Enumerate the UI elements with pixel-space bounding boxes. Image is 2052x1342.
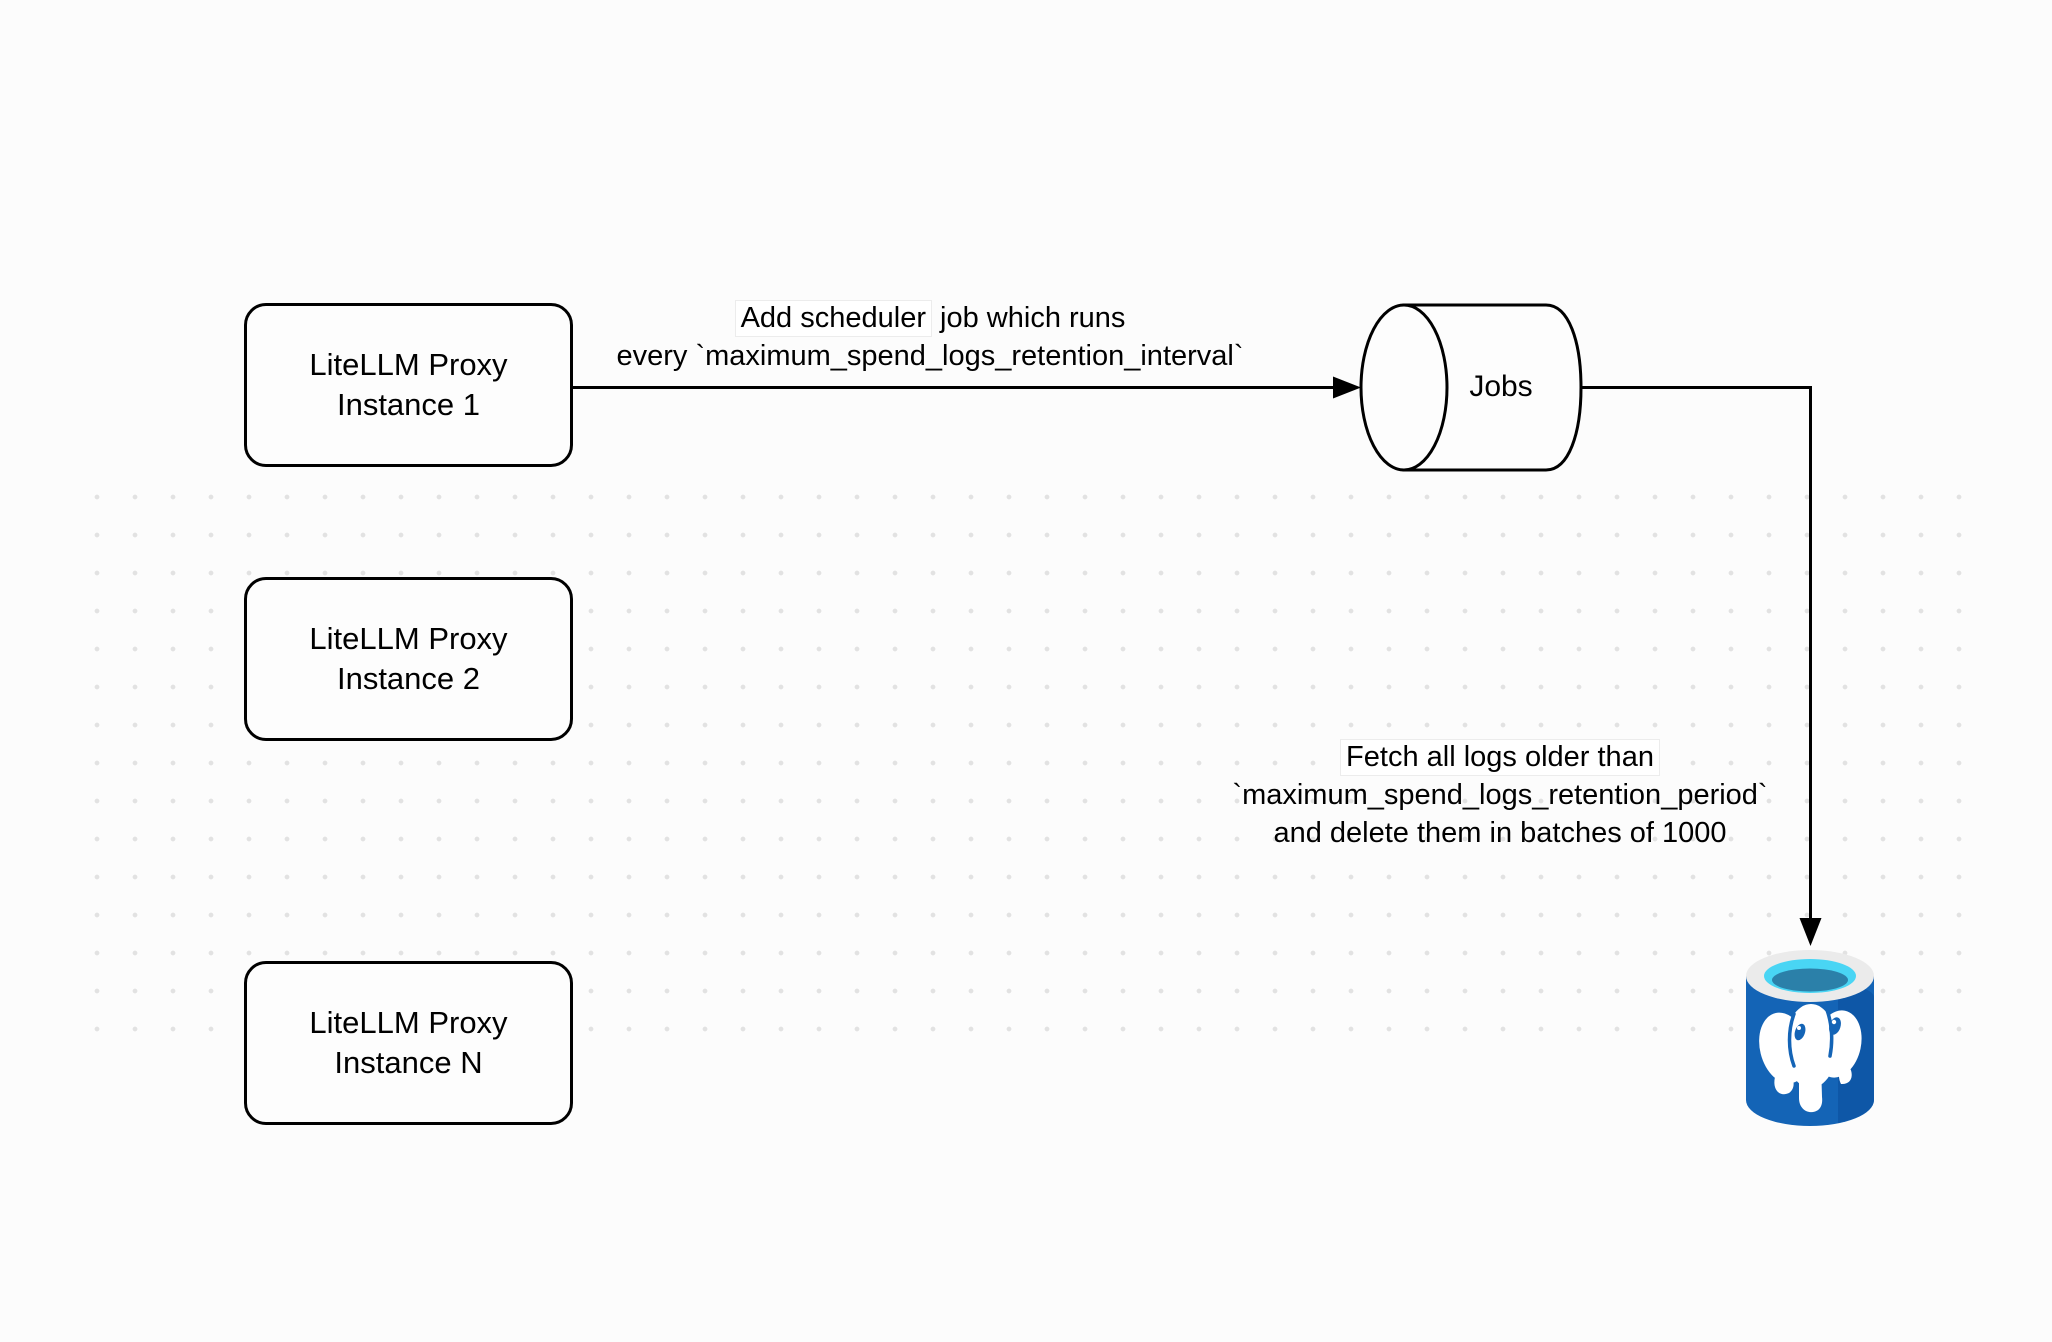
edge-label-scheduler: Add scheduler job which runs every `maxi…	[555, 299, 1305, 375]
arrowhead-right-icon	[1333, 376, 1361, 399]
edge-label-fetch-line1: Fetch all logs older than	[1160, 738, 1840, 776]
node-label: LiteLLM Proxy	[309, 1005, 508, 1040]
node-label: Instance 2	[336, 661, 481, 696]
edge-label-fetch-line2: `maximum_spend_logs_retention_period`	[1232, 779, 1768, 811]
edge-label-scheduler-line1: Add scheduler job which runs	[555, 299, 1305, 337]
node-label: LiteLLM Proxy	[309, 347, 508, 382]
node-litellm-proxy-instance-n[interactable]: LiteLLM Proxy Instance N	[244, 961, 573, 1125]
node-label: Instance N	[334, 1045, 483, 1080]
arrowhead-down-icon	[1799, 918, 1822, 946]
edge-label-text: job which runs	[931, 302, 1126, 334]
postgres-water-shadow	[1772, 968, 1848, 992]
edge-label-fetch-delete: Fetch all logs older than `maximum_spend…	[1160, 738, 1840, 852]
node-label: LiteLLM Proxy	[309, 621, 508, 656]
edge-scheduler[interactable]	[568, 376, 1361, 399]
edge-label-fetch-line3: and delete them in batches of 1000	[1273, 817, 1727, 849]
edge-label-boxed-text: Add scheduler	[734, 300, 932, 337]
jobs-cylinder[interactable]	[1359, 303, 1583, 472]
postgres-database-icon[interactable]	[1742, 946, 1878, 1136]
postgres-elephant-icon	[1759, 1004, 1862, 1113]
jobs-cylinder-label: Jobs	[1469, 370, 1533, 403]
node-litellm-proxy-instance-1[interactable]: LiteLLM Proxy Instance 1	[244, 303, 573, 467]
node-label: Instance 1	[336, 387, 481, 422]
edge-fetch-delete[interactable]	[1581, 386, 1822, 947]
edge-label-boxed-text: Fetch all logs older than	[1340, 739, 1660, 776]
node-litellm-proxy-instance-2[interactable]: LiteLLM Proxy Instance 2	[244, 577, 573, 741]
edge-label-scheduler-line2: every `maximum_spend_logs_retention_inte…	[616, 340, 1244, 372]
